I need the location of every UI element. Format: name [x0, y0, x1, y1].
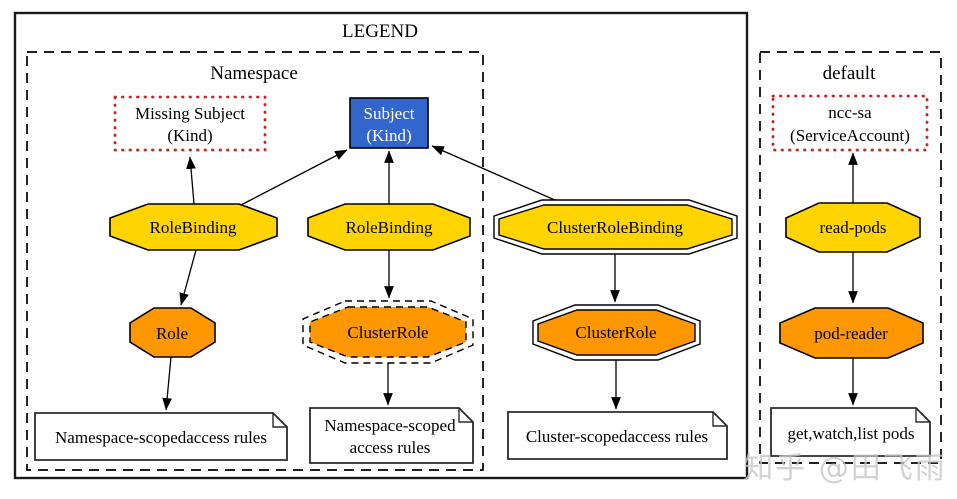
note-get-watch-list-fold — [915, 408, 930, 423]
ncc-sa-line2: (ServiceAccount) — [790, 126, 910, 145]
note-cluster-scoped-shape — [507, 411, 728, 460]
note-namespace-scoped-fold — [272, 413, 287, 428]
node-pod-reader: pod-reader — [779, 307, 924, 359]
node-clusterrole-double: ClusterRole — [532, 304, 701, 361]
subject-line2: (Kind) — [366, 126, 411, 145]
clusterrole-dashed-outer-octagon — [302, 300, 474, 364]
namespace-cluster-label: Namespace — [210, 63, 298, 84]
role-octagon — [129, 307, 216, 358]
node-subject: Subject (Kind) — [349, 97, 429, 149]
node-missing-subject: Missing Subject (Kind) — [113, 95, 267, 152]
rolebinding-mid-label: RoleBinding — [346, 218, 433, 237]
ncc-sa-box — [771, 94, 929, 152]
node-rolebinding-mid: RoleBinding — [307, 203, 471, 251]
rolebinding-left-label: RoleBinding — [150, 218, 237, 237]
clusterrole-dashed-label: ClusterRole — [347, 323, 428, 342]
node-read-pods: read-pods — [785, 202, 921, 253]
note-namespace-scoped-2line-fold — [458, 408, 473, 423]
note-get-watch-list-label: get,watch,list pods — [787, 424, 914, 443]
clusterrole-double-inner-octagon — [537, 309, 696, 356]
note-cluster-scoped-label: Cluster-scopedaccess rules — [526, 427, 708, 446]
node-role: Role — [129, 307, 216, 358]
missing-subject-line1: Missing Subject — [135, 104, 245, 123]
read-pods-label: read-pods — [819, 218, 886, 237]
node-note-namespace-scoped-2line: Namespace-scoped access rules — [309, 407, 474, 464]
node-rolebinding-left: RoleBinding — [109, 203, 278, 251]
rolebinding-mid-octagon — [307, 203, 471, 251]
clusterrolebinding-label: ClusterRoleBinding — [547, 218, 684, 237]
namespace-cluster-box — [26, 51, 484, 471]
legend-title: LEGEND — [342, 21, 418, 42]
edge-rolebinding-missing-subject — [186, 156, 196, 205]
note-namespace-scoped-shape — [34, 412, 288, 461]
note-cluster-scoped-fold — [712, 412, 727, 427]
note-namespace-scoped-label: Namespace-scopedaccess rules — [55, 428, 267, 447]
node-clusterrolebinding: ClusterRoleBinding — [493, 199, 738, 255]
missing-subject-line2: (Kind) — [167, 126, 212, 145]
missing-subject-box — [113, 95, 267, 152]
default-cluster-label: default — [823, 63, 876, 84]
default-cluster-box — [759, 51, 942, 464]
read-pods-octagon — [785, 202, 921, 253]
node-note-namespace-scoped: Namespace-scopedaccess rules — [34, 412, 288, 461]
note-namespace-scoped-2line-shape — [309, 407, 474, 464]
subject-line1: Subject — [364, 104, 415, 123]
note-namespace-scoped-2line-l1: Namespace-scoped — [324, 416, 456, 435]
legend-box — [13, 11, 749, 480]
edges — [162, 145, 858, 411]
pod-reader-label: pod-reader — [814, 324, 888, 343]
node-note-cluster-scoped: Cluster-scopedaccess rules — [507, 411, 728, 460]
clusterrole-dashed-inner-octagon — [309, 306, 467, 358]
zhihu-watermark: 知乎 @田飞雨 — [743, 451, 947, 486]
note-get-watch-list-shape — [770, 407, 931, 457]
edge-rolebinding-role — [179, 249, 197, 306]
node-note-get-watch-list: get,watch,list pods — [770, 407, 931, 457]
pod-reader-octagon — [779, 307, 924, 359]
role-label: Role — [156, 324, 188, 343]
node-clusterrole-dashed: ClusterRole — [302, 300, 474, 364]
rolebinding-left-octagon — [109, 203, 278, 251]
edge-rolebinding-left-subject — [240, 149, 348, 206]
subject-box — [349, 97, 429, 149]
clusterrolebinding-inner-octagon — [498, 204, 733, 250]
note-namespace-scoped-2line-l2: access rules — [350, 438, 431, 457]
clusterrole-double-label: ClusterRole — [575, 323, 656, 342]
ncc-sa-line1: ncc-sa — [828, 103, 872, 122]
edge-role-note — [162, 356, 172, 411]
node-ncc-sa: ncc-sa (ServiceAccount) — [771, 94, 929, 152]
edge-clusterrolebinding-subject — [431, 145, 558, 202]
